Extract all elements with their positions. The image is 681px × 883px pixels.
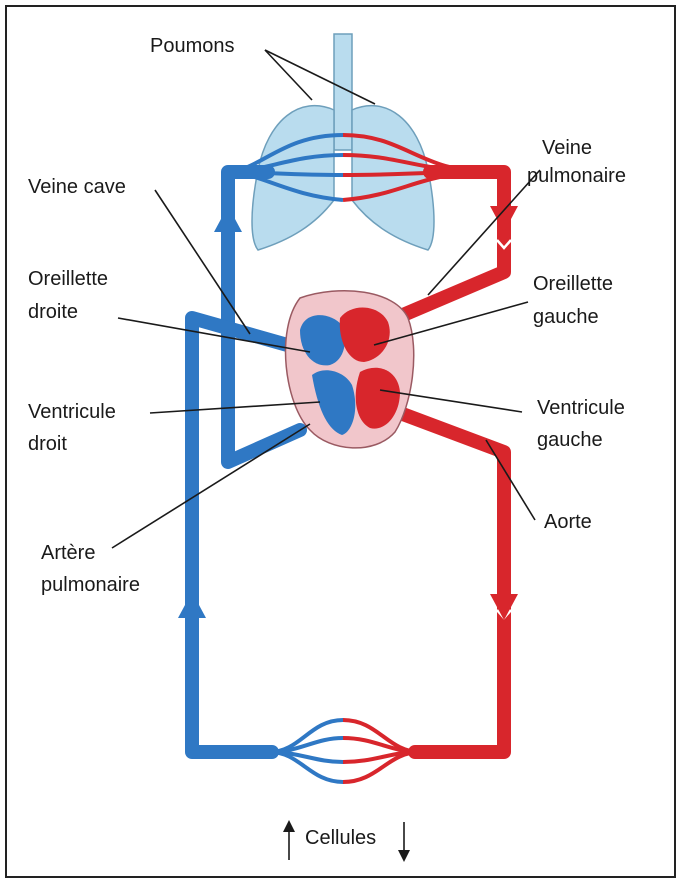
label-ventricule-gauche-1: Ventricule [537, 397, 625, 419]
label-veine-pulmonaire-2: pulmonaire [527, 165, 626, 187]
label-poumons: Poumons [150, 35, 235, 57]
label-ventricule-gauche-2: gauche [537, 429, 603, 451]
label-ventricule-droit-1: Ventricule [28, 401, 116, 423]
label-veine-cave: Veine cave [28, 176, 126, 198]
label-oreillette-gauche-2: gauche [533, 306, 599, 328]
label-artere-pulmonaire-2: pulmonaire [41, 574, 140, 596]
label-oreillette-droite-2: droite [28, 301, 78, 323]
label-ventricule-droit-2: droit [28, 433, 67, 455]
label-cellules: Cellules [305, 827, 376, 849]
label-artere-pulmonaire-1: Artère [41, 542, 95, 564]
label-aorte: Aorte [544, 511, 592, 533]
label-oreillette-droite-1: Oreillette [28, 268, 108, 290]
heart [286, 291, 414, 448]
label-veine-pulmonaire-1: Veine [542, 137, 592, 159]
label-oreillette-gauche-1: Oreillette [533, 273, 613, 295]
